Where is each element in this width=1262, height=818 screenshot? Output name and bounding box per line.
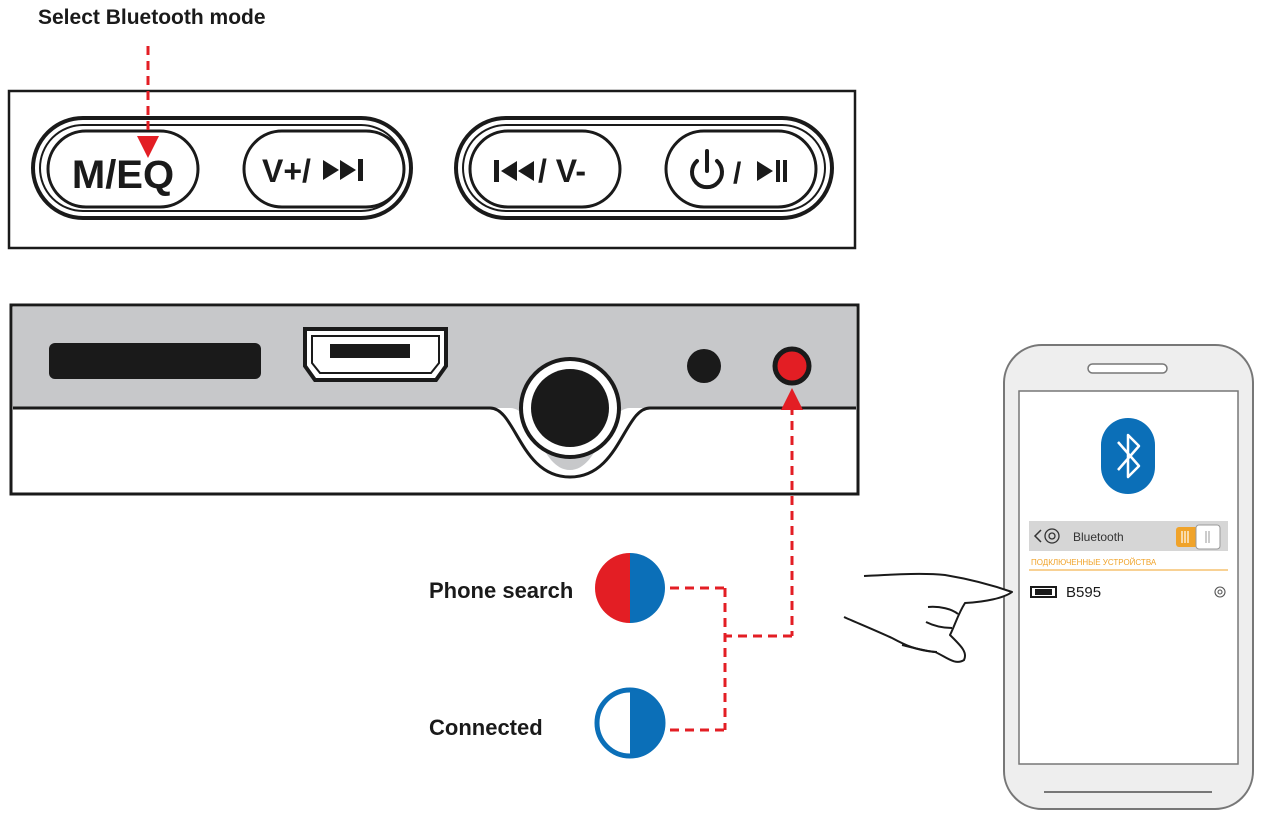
- power-play-button[interactable]: /: [664, 129, 818, 209]
- phone-speaker: [1087, 363, 1168, 374]
- led-indicator-connector: [670, 388, 803, 732]
- smartphone: [1003, 344, 1254, 810]
- bluetooth-settings-header: Bluetooth: [1029, 521, 1228, 551]
- power-icon: [690, 149, 724, 190]
- previous-track-icon: [494, 160, 534, 182]
- play-pause-icon: [757, 160, 787, 182]
- power-separator: /: [733, 157, 742, 190]
- led-search-indicator: [595, 553, 665, 623]
- instruction-label: Select Bluetooth mode: [38, 6, 266, 29]
- aux-jack: [519, 357, 621, 459]
- device-list-item[interactable]: B595: [1030, 584, 1226, 601]
- pointing-hand-icon: [843, 572, 1013, 663]
- settings-gear-icon: [1044, 528, 1060, 544]
- phone-search-label: Phone search: [429, 578, 574, 603]
- bluetooth-toggle[interactable]: [1176, 524, 1221, 550]
- card-slot: [49, 343, 261, 379]
- previous-volume-down-button[interactable]: / V-: [468, 129, 622, 209]
- device-name: B595: [1066, 584, 1101, 601]
- next-track-icon: [323, 159, 363, 181]
- volume-down-label: / V-: [538, 153, 586, 189]
- device-settings-gear-icon[interactable]: [1214, 586, 1226, 598]
- volume-up-next-button[interactable]: V+/: [242, 129, 406, 209]
- bluetooth-icon: [1101, 418, 1155, 494]
- volume-up-label: V+/: [262, 153, 311, 189]
- back-chevron-left-icon[interactable]: [1033, 529, 1042, 543]
- mode-eq-button[interactable]: M/EQ: [46, 129, 200, 209]
- header-title: Bluetooth: [1073, 530, 1124, 544]
- mode-eq-label: M/EQ: [72, 153, 174, 197]
- connected-label: Connected: [429, 715, 543, 740]
- led-connected-indicator: [594, 687, 666, 759]
- select-mode-arrow: [137, 46, 159, 158]
- speaker-icon: [1030, 586, 1057, 598]
- usb-port: [303, 327, 448, 382]
- microphone-hole: [687, 349, 721, 383]
- status-led: [772, 346, 812, 386]
- section-title: ПОДКЛЮЧЕННЫЕ УСТРОЙСТВА: [1031, 558, 1157, 567]
